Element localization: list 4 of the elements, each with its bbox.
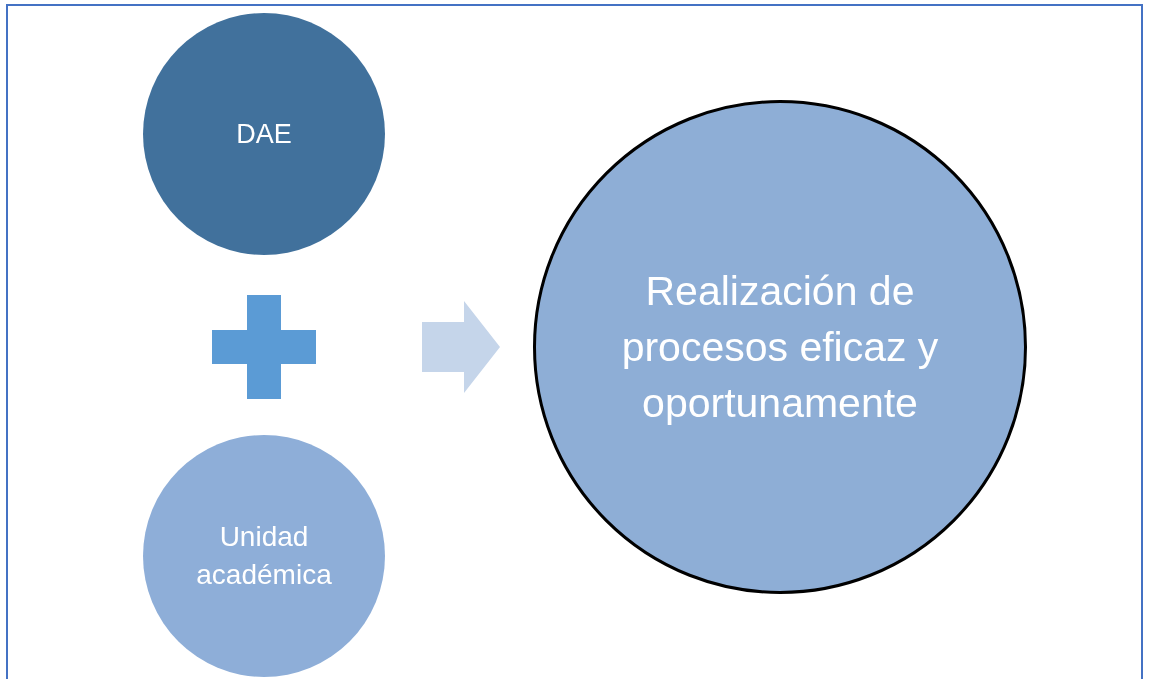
block-arrow — [422, 301, 500, 393]
node-label: DAE — [235, 117, 293, 151]
node-label: Realización de procesos eficaz y oportunamente — [620, 267, 940, 428]
node-label: Unidad académica — [195, 520, 333, 592]
